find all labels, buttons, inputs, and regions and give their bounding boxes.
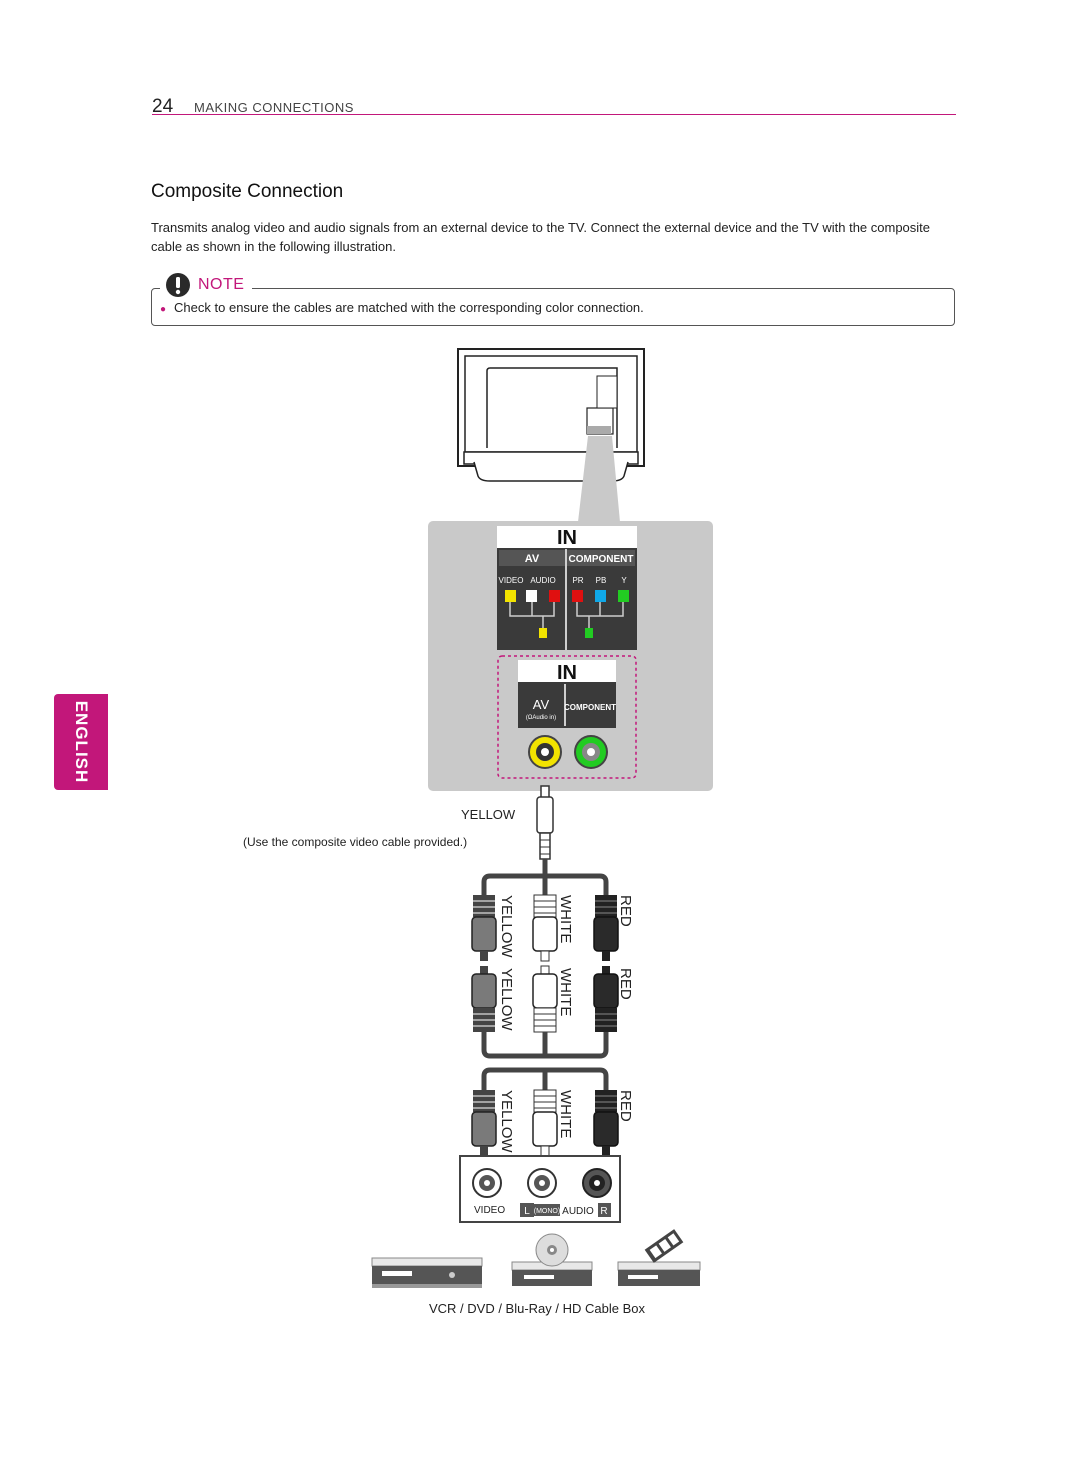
note-item-text: Check to ensure the cables are matched w… — [174, 300, 644, 315]
tv-back-illustration — [457, 348, 645, 482]
plug-label-red: RED — [617, 1090, 634, 1122]
audio-label: AUDIO — [530, 576, 555, 585]
video-label: VIDEO — [499, 576, 524, 585]
intro-paragraph: Transmits analog video and audio signals… — [151, 220, 931, 254]
pb-label: PB — [596, 576, 607, 585]
plug-set-3 — [471, 1089, 619, 1157]
plug-label-yellow: YELLOW — [498, 895, 515, 958]
plug-set-1 — [471, 894, 619, 962]
l-label: L — [524, 1206, 530, 1217]
page-heading: Composite Connection — [151, 181, 344, 202]
note-header: NOTE — [160, 272, 253, 298]
section-title: MAKING CONNECTIONS — [194, 100, 354, 115]
plug-set-2 — [471, 965, 619, 1033]
plug-label-yellow: YELLOW — [498, 1090, 515, 1153]
page-number: 24 — [152, 96, 174, 117]
pr-label: PR — [572, 576, 583, 585]
note-item: ● Check to ensure the cables are matched … — [160, 300, 644, 315]
cable-color-label: YELLOW — [461, 807, 516, 822]
vcr-icon — [371, 1257, 483, 1288]
av-label: AV — [525, 553, 540, 565]
plug-label-red: RED — [617, 968, 634, 1000]
note-label: NOTE — [198, 276, 245, 293]
audio-in-label: (ΩAudio in) — [526, 715, 556, 721]
green-plug — [618, 590, 629, 602]
component-label: COMPONENT — [564, 703, 616, 712]
y-label: Y — [621, 576, 627, 585]
dvd-player-icon — [511, 1233, 593, 1286]
blue-plug — [595, 590, 606, 602]
plug-label-white: WHITE — [557, 1090, 574, 1138]
yellow-plug — [505, 590, 516, 602]
plug-label-yellow: YELLOW — [498, 968, 515, 1031]
device-jack-panel: VIDEO L (MONO) AUDIO R — [459, 1155, 621, 1223]
exclamation-icon — [166, 273, 190, 297]
cable-box-icon — [617, 1229, 701, 1286]
bullet-icon: ● — [160, 304, 167, 315]
audio-jack-label: AUDIO — [562, 1206, 594, 1217]
in-panel-top: IN AV COMPONENT VIDEO AUDIO PR PB Y — [497, 526, 637, 650]
av-label: AV — [533, 697, 550, 712]
white-plug — [526, 590, 537, 602]
red-plug — [572, 590, 583, 602]
plug-label-white: WHITE — [557, 895, 574, 943]
component-label: COMPONENT — [569, 554, 634, 565]
mono-label: (MONO) — [534, 1208, 560, 1215]
note-box — [151, 288, 955, 326]
composite-cable — [536, 785, 554, 878]
devices-caption: VCR / DVD / Blu-Ray / HD Cable Box — [429, 1301, 646, 1316]
in-title: IN — [557, 527, 577, 549]
page-header: 24 MAKING CONNECTIONS — [152, 96, 956, 117]
in-panel-bottom: IN AV (ΩAudio in) COMPONENT — [518, 660, 616, 769]
video-jack-label: VIDEO — [474, 1205, 505, 1216]
in-title: IN — [557, 662, 577, 684]
plug-label-white: WHITE — [557, 968, 574, 1016]
language-tab: ENGLISH — [54, 694, 108, 790]
r-label: R — [600, 1206, 607, 1217]
plug-label-red: RED — [617, 895, 634, 927]
cable-note: (Use the composite video cable provided.… — [243, 835, 467, 849]
highlight-box — [497, 655, 637, 779]
red-plug — [549, 590, 560, 602]
